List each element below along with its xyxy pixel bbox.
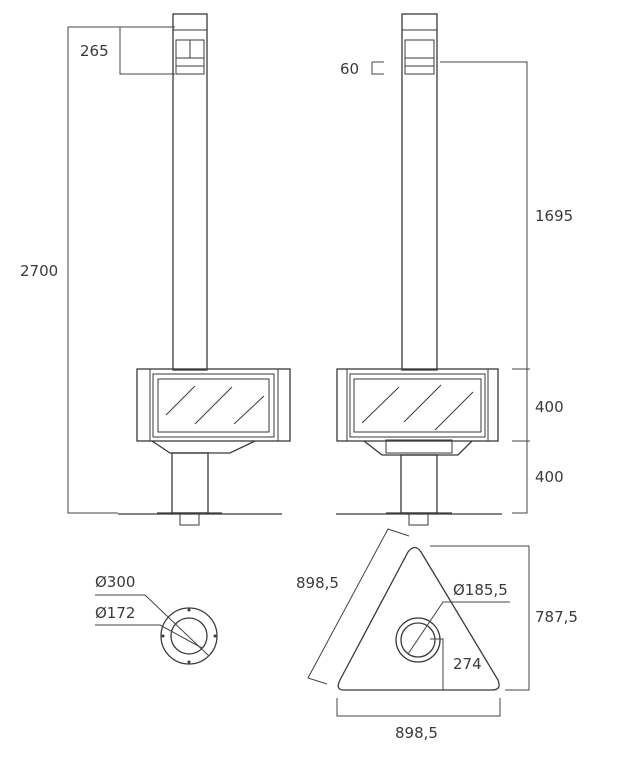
triangle-outline bbox=[337, 546, 500, 691]
dim-label-body-400: 400 bbox=[535, 398, 564, 416]
flue-outer-circle bbox=[160, 607, 218, 665]
dim-label-triangle-base: 898,5 bbox=[395, 724, 438, 742]
dim-label-triangle-side: 898,5 bbox=[296, 574, 339, 592]
front-glass bbox=[152, 373, 275, 438]
front-hopper bbox=[151, 440, 256, 454]
side-dimensions bbox=[371, 61, 530, 514]
front-firebox bbox=[136, 368, 291, 442]
side-pedestal bbox=[400, 454, 438, 514]
dim-label-60: 60 bbox=[340, 60, 360, 78]
dim-label-diameter-172: Ø172 bbox=[95, 604, 136, 622]
flue-section bbox=[95, 594, 218, 665]
side-view-stove bbox=[336, 13, 502, 526]
front-view-stove bbox=[118, 13, 291, 526]
dim-label-265: 265 bbox=[80, 42, 109, 60]
dim-label-pedestal-400: 400 bbox=[535, 468, 564, 486]
dim-label-787: 787,5 bbox=[535, 608, 578, 626]
front-flue-pipe bbox=[172, 13, 208, 371]
front-dimensions bbox=[67, 26, 175, 514]
outlet-outer-circle bbox=[395, 617, 441, 663]
outlet-inner-circle bbox=[400, 622, 436, 658]
dim-label-diameter-185: Ø185,5 bbox=[453, 581, 508, 599]
flue-inner-circle bbox=[170, 617, 208, 655]
side-flue-pipe bbox=[401, 13, 438, 371]
dim-label-2700: 2700 bbox=[20, 262, 59, 280]
triangle-plan bbox=[307, 528, 530, 717]
side-glass bbox=[349, 373, 486, 438]
side-firebox bbox=[336, 368, 499, 442]
side-collar bbox=[404, 39, 435, 75]
front-pedestal bbox=[171, 452, 209, 514]
dim-label-274: 274 bbox=[453, 655, 482, 673]
dim-label-1695: 1695 bbox=[535, 207, 574, 225]
dim-label-diameter-300: Ø300 bbox=[95, 573, 136, 591]
